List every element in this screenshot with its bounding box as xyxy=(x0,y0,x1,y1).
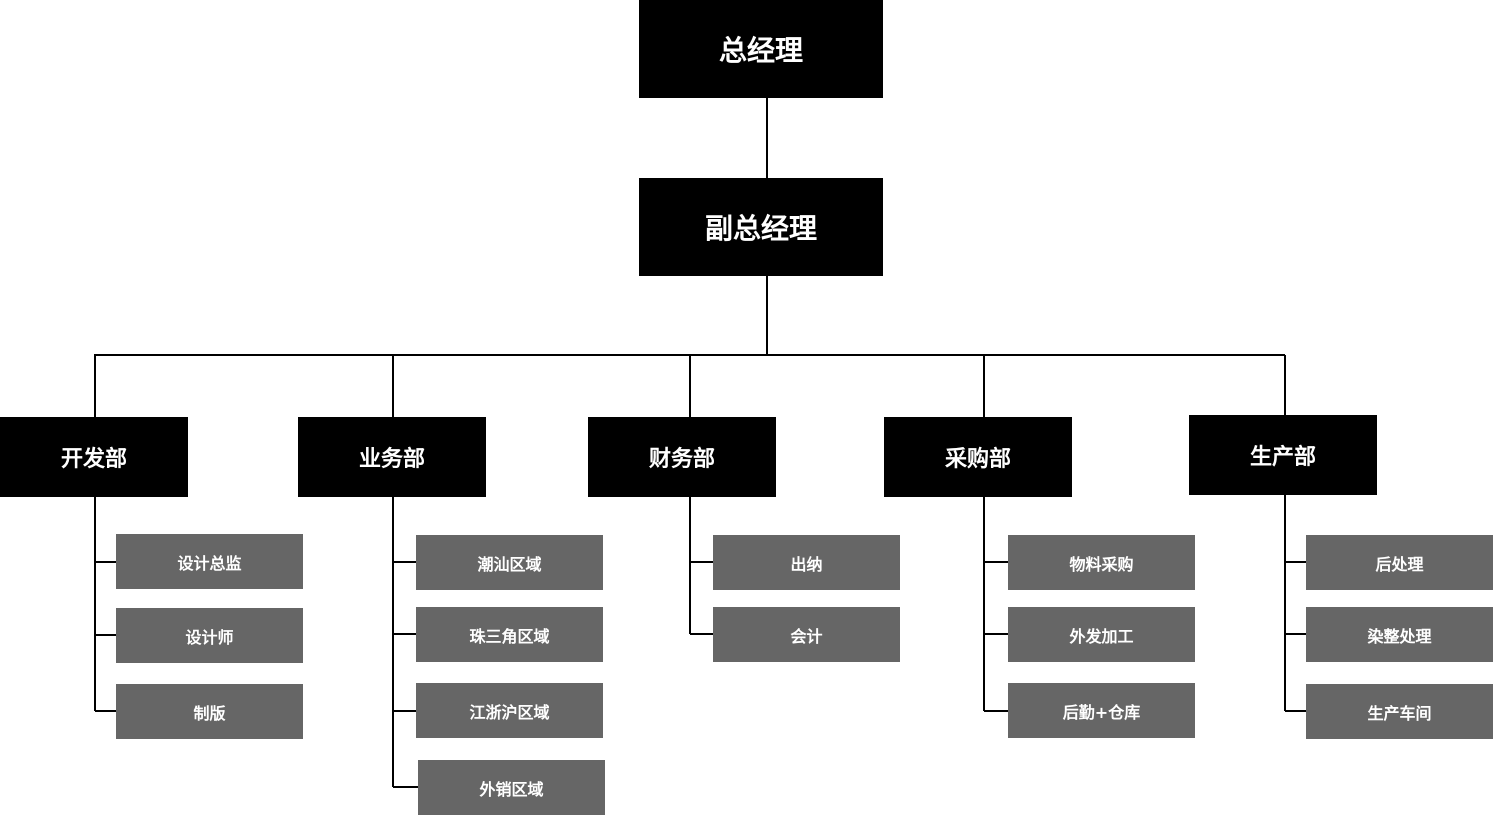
unit-box: 设计师 xyxy=(116,608,303,663)
unit-label: 后勤+仓库 xyxy=(1062,702,1141,722)
unit-box: 会计 xyxy=(713,607,900,662)
general-manager-label: 总经理 xyxy=(718,34,803,67)
unit-label: 染整处理 xyxy=(1367,626,1432,646)
unit-box: 潮汕区域 xyxy=(416,535,603,590)
department-label: 财务部 xyxy=(648,447,715,472)
unit-box: 珠三角区域 xyxy=(416,607,603,662)
unit-label: 设计师 xyxy=(185,627,234,647)
department-label: 采购部 xyxy=(944,447,1011,472)
deputy-general-manager-label: 副总经理 xyxy=(704,212,817,245)
unit-label: 潮汕区域 xyxy=(477,554,542,574)
unit-label: 珠三角区域 xyxy=(469,626,550,646)
unit-label: 江浙沪区域 xyxy=(469,702,550,722)
department-box-2: 业务部 xyxy=(298,417,486,497)
unit-box: 设计总监 xyxy=(116,534,303,589)
unit-box: 后勤+仓库 xyxy=(1008,683,1195,738)
unit-label: 外销区域 xyxy=(479,779,544,799)
unit-box: 染整处理 xyxy=(1306,607,1493,662)
unit-label: 制版 xyxy=(193,703,226,723)
unit-label: 出纳 xyxy=(790,554,823,574)
unit-label: 外发加工 xyxy=(1069,626,1134,646)
department-box-3: 财务部 xyxy=(588,417,776,497)
unit-label: 生产车间 xyxy=(1367,703,1432,723)
department-box-1: 开发部 xyxy=(0,417,188,497)
unit-box: 外发加工 xyxy=(1008,607,1195,662)
deputy-general-manager-box: 副总经理 xyxy=(639,178,883,276)
unit-box: 后处理 xyxy=(1306,535,1493,590)
unit-label: 会计 xyxy=(790,626,823,646)
unit-label: 物料采购 xyxy=(1069,554,1134,574)
department-box-4: 采购部 xyxy=(884,417,1072,497)
unit-box: 出纳 xyxy=(713,535,900,590)
department-label: 开发部 xyxy=(60,447,127,472)
unit-box: 生产车间 xyxy=(1306,684,1493,739)
unit-label: 设计总监 xyxy=(177,553,242,573)
unit-box: 江浙沪区域 xyxy=(416,683,603,738)
unit-box: 物料采购 xyxy=(1008,535,1195,590)
unit-box: 制版 xyxy=(116,684,303,739)
unit-box: 外销区域 xyxy=(418,760,605,815)
department-box-5: 生产部 xyxy=(1189,415,1377,495)
general-manager-box: 总经理 xyxy=(639,0,883,98)
department-label: 生产部 xyxy=(1249,445,1316,470)
department-label: 业务部 xyxy=(358,447,425,472)
unit-label: 后处理 xyxy=(1375,554,1424,574)
